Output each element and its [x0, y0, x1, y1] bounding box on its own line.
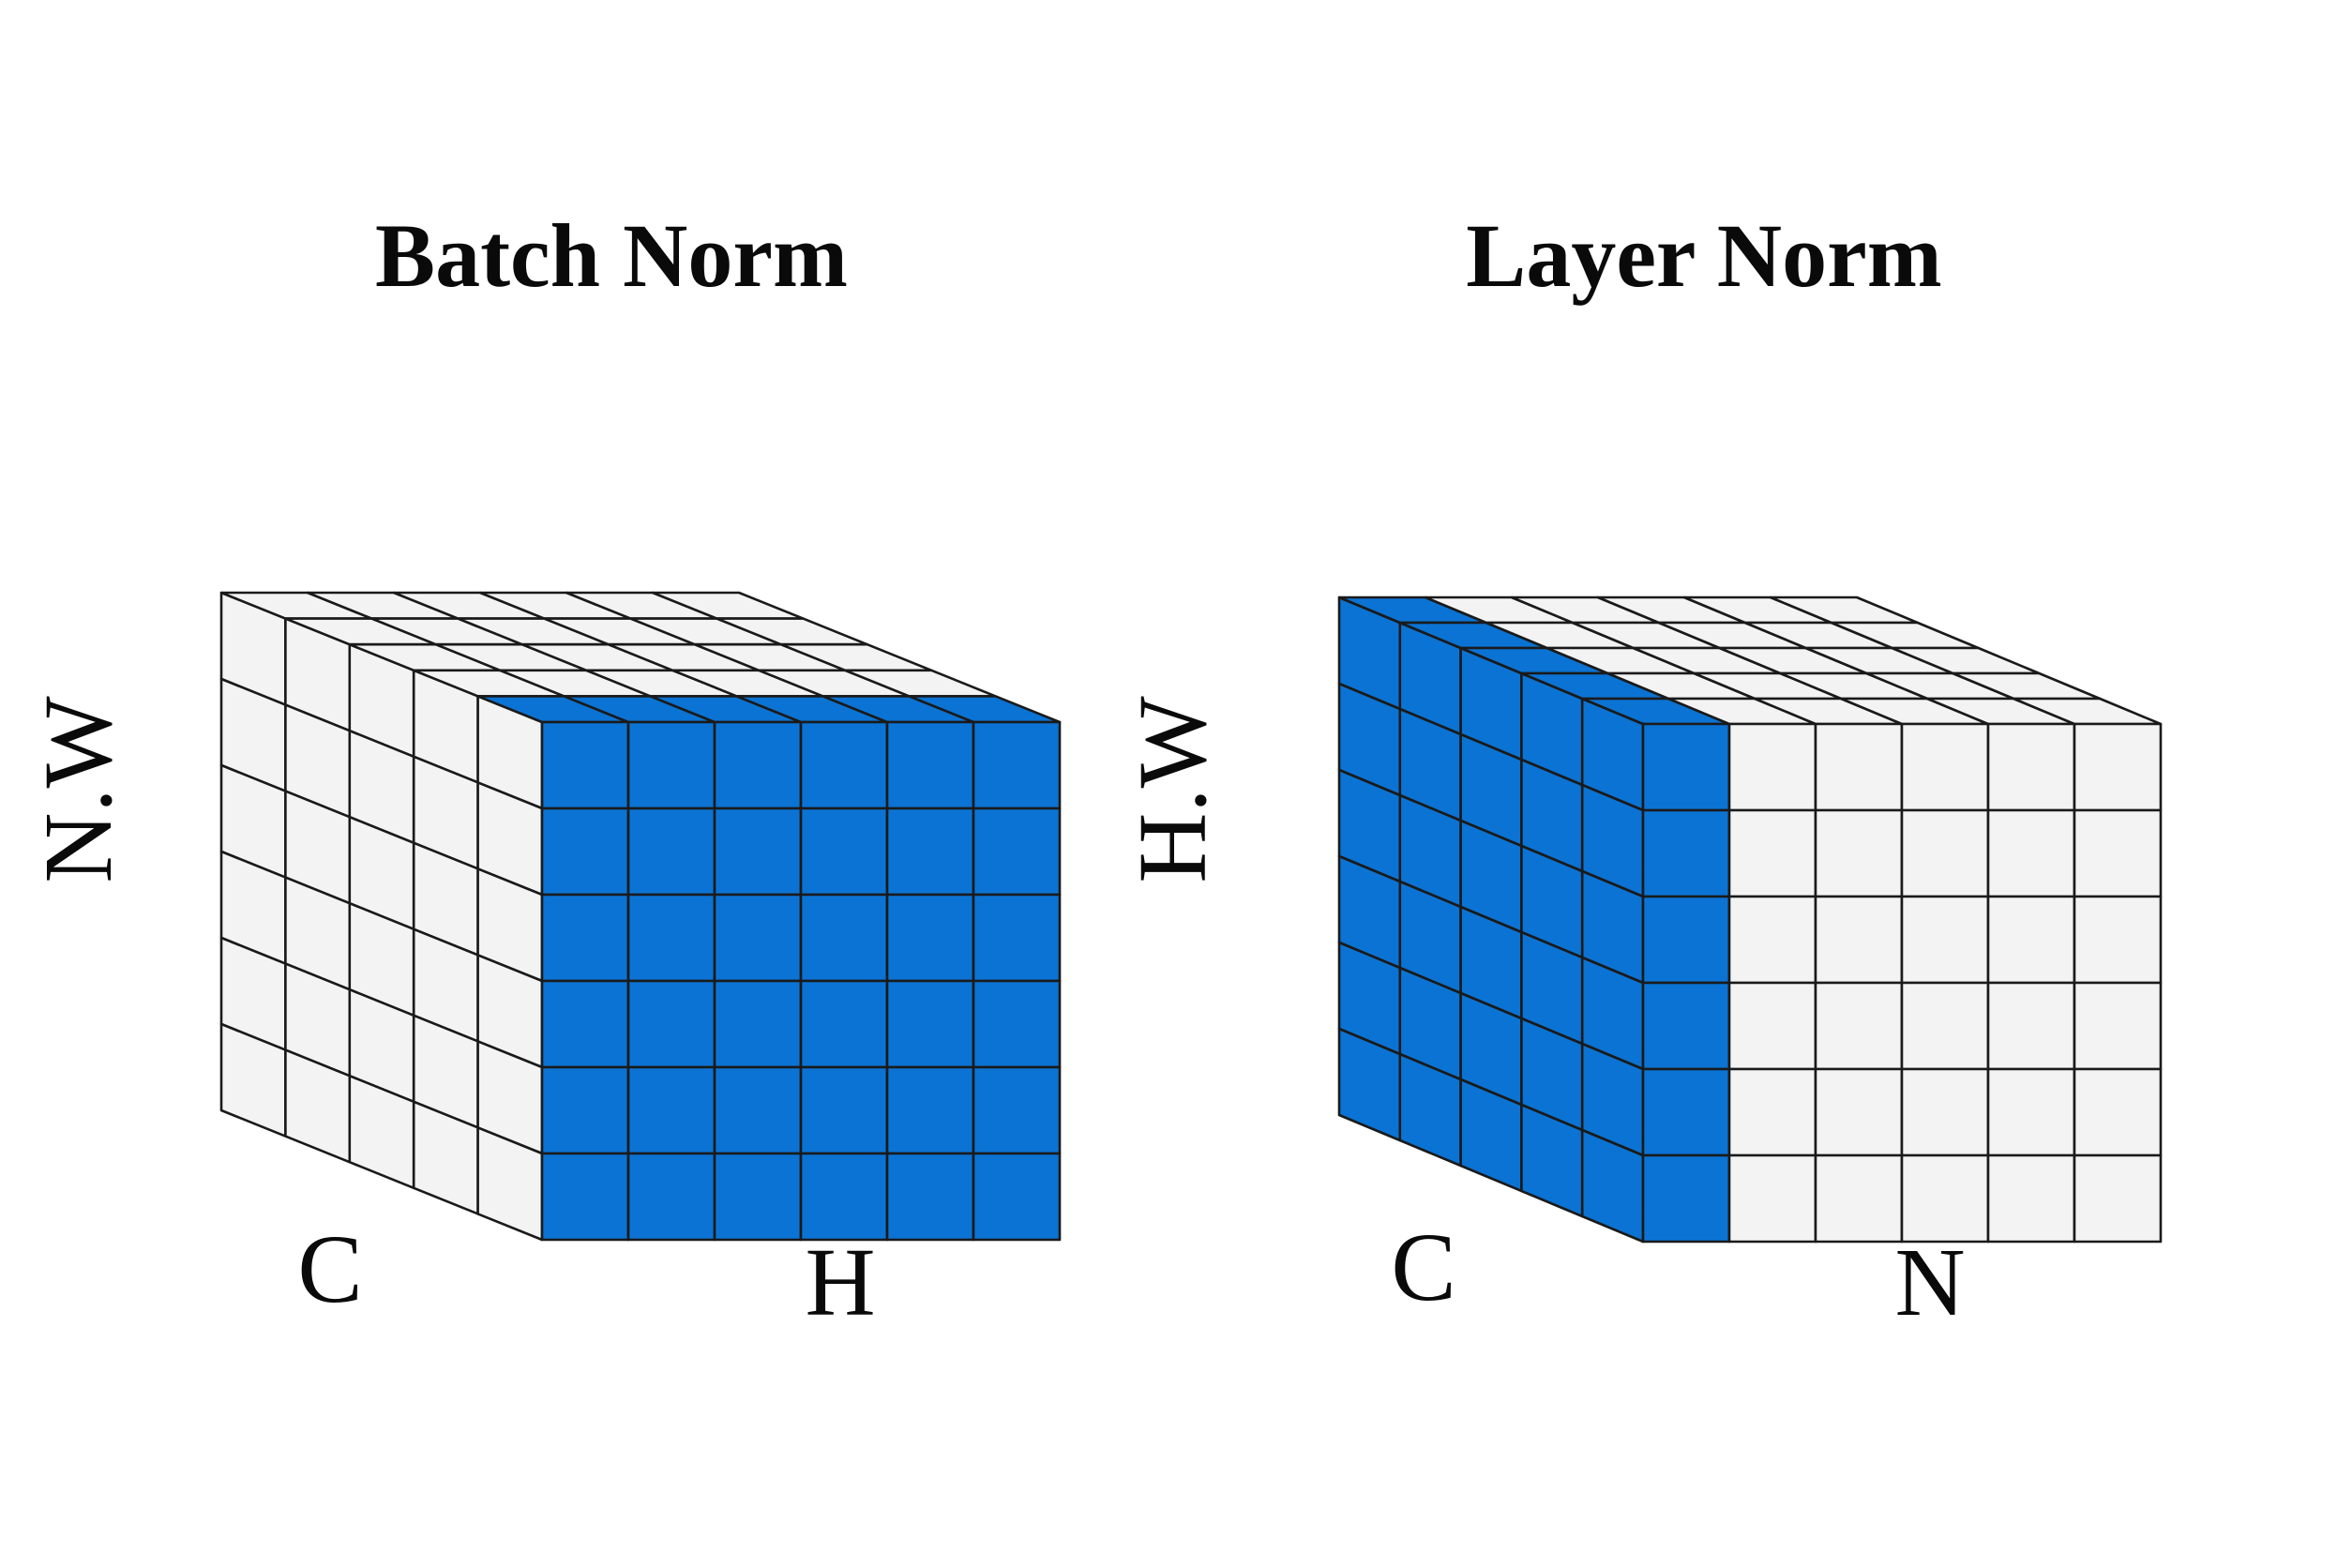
layer-norm-vertical-axis-label: H.W: [1119, 696, 1227, 882]
front-face-cell: [1900, 722, 1990, 812]
front-face-cell: [972, 807, 1062, 897]
front-face-cell: [626, 807, 716, 897]
front-face-cell: [972, 979, 1062, 1069]
front-face-cell: [799, 807, 889, 897]
batch-norm-horizontal-axis-label: H: [805, 1229, 875, 1336]
front-face-cell: [1986, 1067, 2076, 1157]
front-face-cell: [626, 1152, 716, 1242]
front-face-cell: [713, 1152, 803, 1242]
front-face-cell: [885, 979, 975, 1069]
batch-norm-cube: [219, 591, 1062, 1242]
front-face-cell: [713, 979, 803, 1069]
layer-norm-title: Layer Norm: [1466, 205, 1941, 306]
front-face-cell: [2073, 1153, 2163, 1244]
front-face-cell: [972, 1152, 1062, 1242]
front-face-cell: [1727, 1153, 1817, 1244]
batch-norm-diagram: Batch Norm N.W C H: [24, 205, 1062, 1336]
front-face-cell: [2073, 808, 2163, 898]
front-face-cell: [1641, 722, 1731, 812]
front-face-cell: [1900, 1067, 1990, 1157]
front-face-cell: [1814, 722, 1904, 812]
front-face-cell: [1986, 981, 2076, 1071]
front-face-cell: [1727, 895, 1817, 985]
front-face-cell: [1727, 808, 1817, 898]
front-face-cell: [1641, 1067, 1731, 1157]
front-face-cell: [1814, 1067, 1904, 1157]
front-face-cell: [1814, 808, 1904, 898]
front-face-cell: [540, 720, 630, 810]
front-face-cell: [1900, 808, 1990, 898]
front-face-cell: [540, 807, 630, 897]
front-face-cell: [799, 720, 889, 810]
layer-norm-horizontal-axis-label: N: [1894, 1229, 1965, 1336]
front-face-cell: [1727, 1067, 1817, 1157]
front-face-cell: [713, 720, 803, 810]
front-face-cell: [1727, 722, 1817, 812]
front-face-cell: [1727, 981, 1817, 1071]
front-face-cell: [799, 893, 889, 983]
front-face-cell: [799, 1152, 889, 1242]
front-face-cell: [1900, 895, 1990, 985]
front-face-cell: [1814, 981, 1904, 1071]
front-face-cell: [1814, 1153, 1904, 1244]
front-face-cell: [626, 893, 716, 983]
batch-norm-vertical-axis-label: N.W: [24, 696, 132, 882]
front-face-cell: [1986, 722, 2076, 812]
front-face-cell: [1986, 808, 2076, 898]
front-face-cell: [885, 720, 975, 810]
layer-norm-cube: [1337, 596, 2163, 1244]
front-face-cell: [626, 1065, 716, 1155]
front-face-cell: [1986, 895, 2076, 985]
layer-norm-diagram: Layer Norm H.W C N: [1119, 205, 2163, 1336]
front-face-cell: [799, 979, 889, 1069]
front-face-cell: [1641, 895, 1731, 985]
front-face-cell: [713, 893, 803, 983]
front-face-cell: [972, 893, 1062, 983]
batch-norm-title: Batch Norm: [375, 205, 848, 306]
front-face-cell: [540, 1152, 630, 1242]
front-face-cell: [713, 1065, 803, 1155]
front-face-cell: [713, 807, 803, 897]
front-face-cell: [626, 720, 716, 810]
front-face-cell: [885, 1065, 975, 1155]
front-face-cell: [972, 1065, 1062, 1155]
front-face-cell: [2073, 722, 2163, 812]
front-face-cell: [1986, 1153, 2076, 1244]
front-face-cell: [972, 720, 1062, 810]
front-face-cell: [540, 893, 630, 983]
front-face-cell: [1641, 981, 1731, 1071]
front-face-cell: [1641, 1153, 1731, 1244]
front-face-cell: [799, 1065, 889, 1155]
front-face-cell: [1641, 808, 1731, 898]
front-face-cell: [885, 1152, 975, 1242]
watermark: 豆包AI生成: [2076, 1458, 2288, 1506]
front-face-cell: [626, 979, 716, 1069]
layer-norm-depth-axis-label: C: [1391, 1214, 1455, 1321]
front-face-cell: [2073, 981, 2163, 1071]
front-face-cell: [2073, 895, 2163, 985]
front-face-cell: [1900, 981, 1990, 1071]
front-face-cell: [540, 979, 630, 1069]
front-face-cell: [885, 807, 975, 897]
front-face-cell: [540, 1065, 630, 1155]
batch-norm-depth-axis-label: C: [297, 1215, 362, 1323]
front-face-cell: [2073, 1067, 2163, 1157]
front-face-cell: [885, 893, 975, 983]
front-face-cell: [1814, 895, 1904, 985]
